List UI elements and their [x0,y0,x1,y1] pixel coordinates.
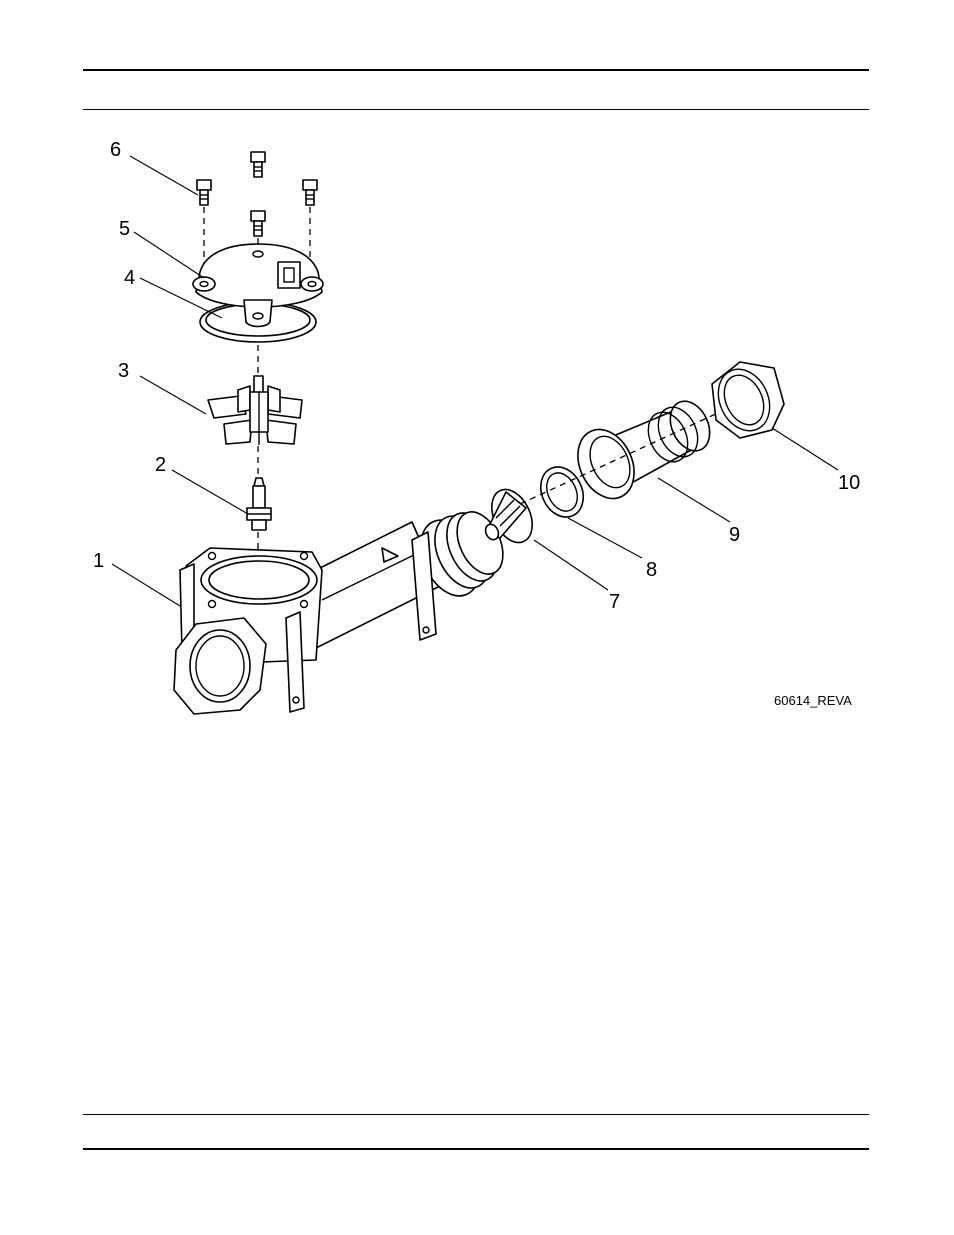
housing-body [174,505,512,714]
screw-right [303,180,317,205]
callout-5: 5 [119,218,130,240]
exploded-parts-diagram: 1 2 3 4 5 6 7 8 9 10 60614_REVA [0,0,954,760]
callout-4: 4 [124,267,135,289]
impeller [208,376,302,445]
callout-3: 3 [118,360,129,382]
callout-7: 7 [609,591,620,613]
screw-front-center [251,211,265,236]
shaft [247,478,271,530]
callout-6: 6 [110,139,121,161]
callout-8: 8 [646,559,657,581]
screw-top-center [251,152,265,177]
footer-rule-bottom [83,1148,869,1150]
callout-2: 2 [155,454,166,476]
callout-1: 1 [93,550,104,572]
callout-10: 10 [838,472,860,494]
drawing-code: 60614_REVA [774,693,852,708]
tailpiece [567,395,717,508]
nut [709,361,784,439]
nozzle [483,483,540,549]
screw-left [197,180,211,205]
callout-9: 9 [729,524,740,546]
footer-rule-top [83,1114,869,1115]
